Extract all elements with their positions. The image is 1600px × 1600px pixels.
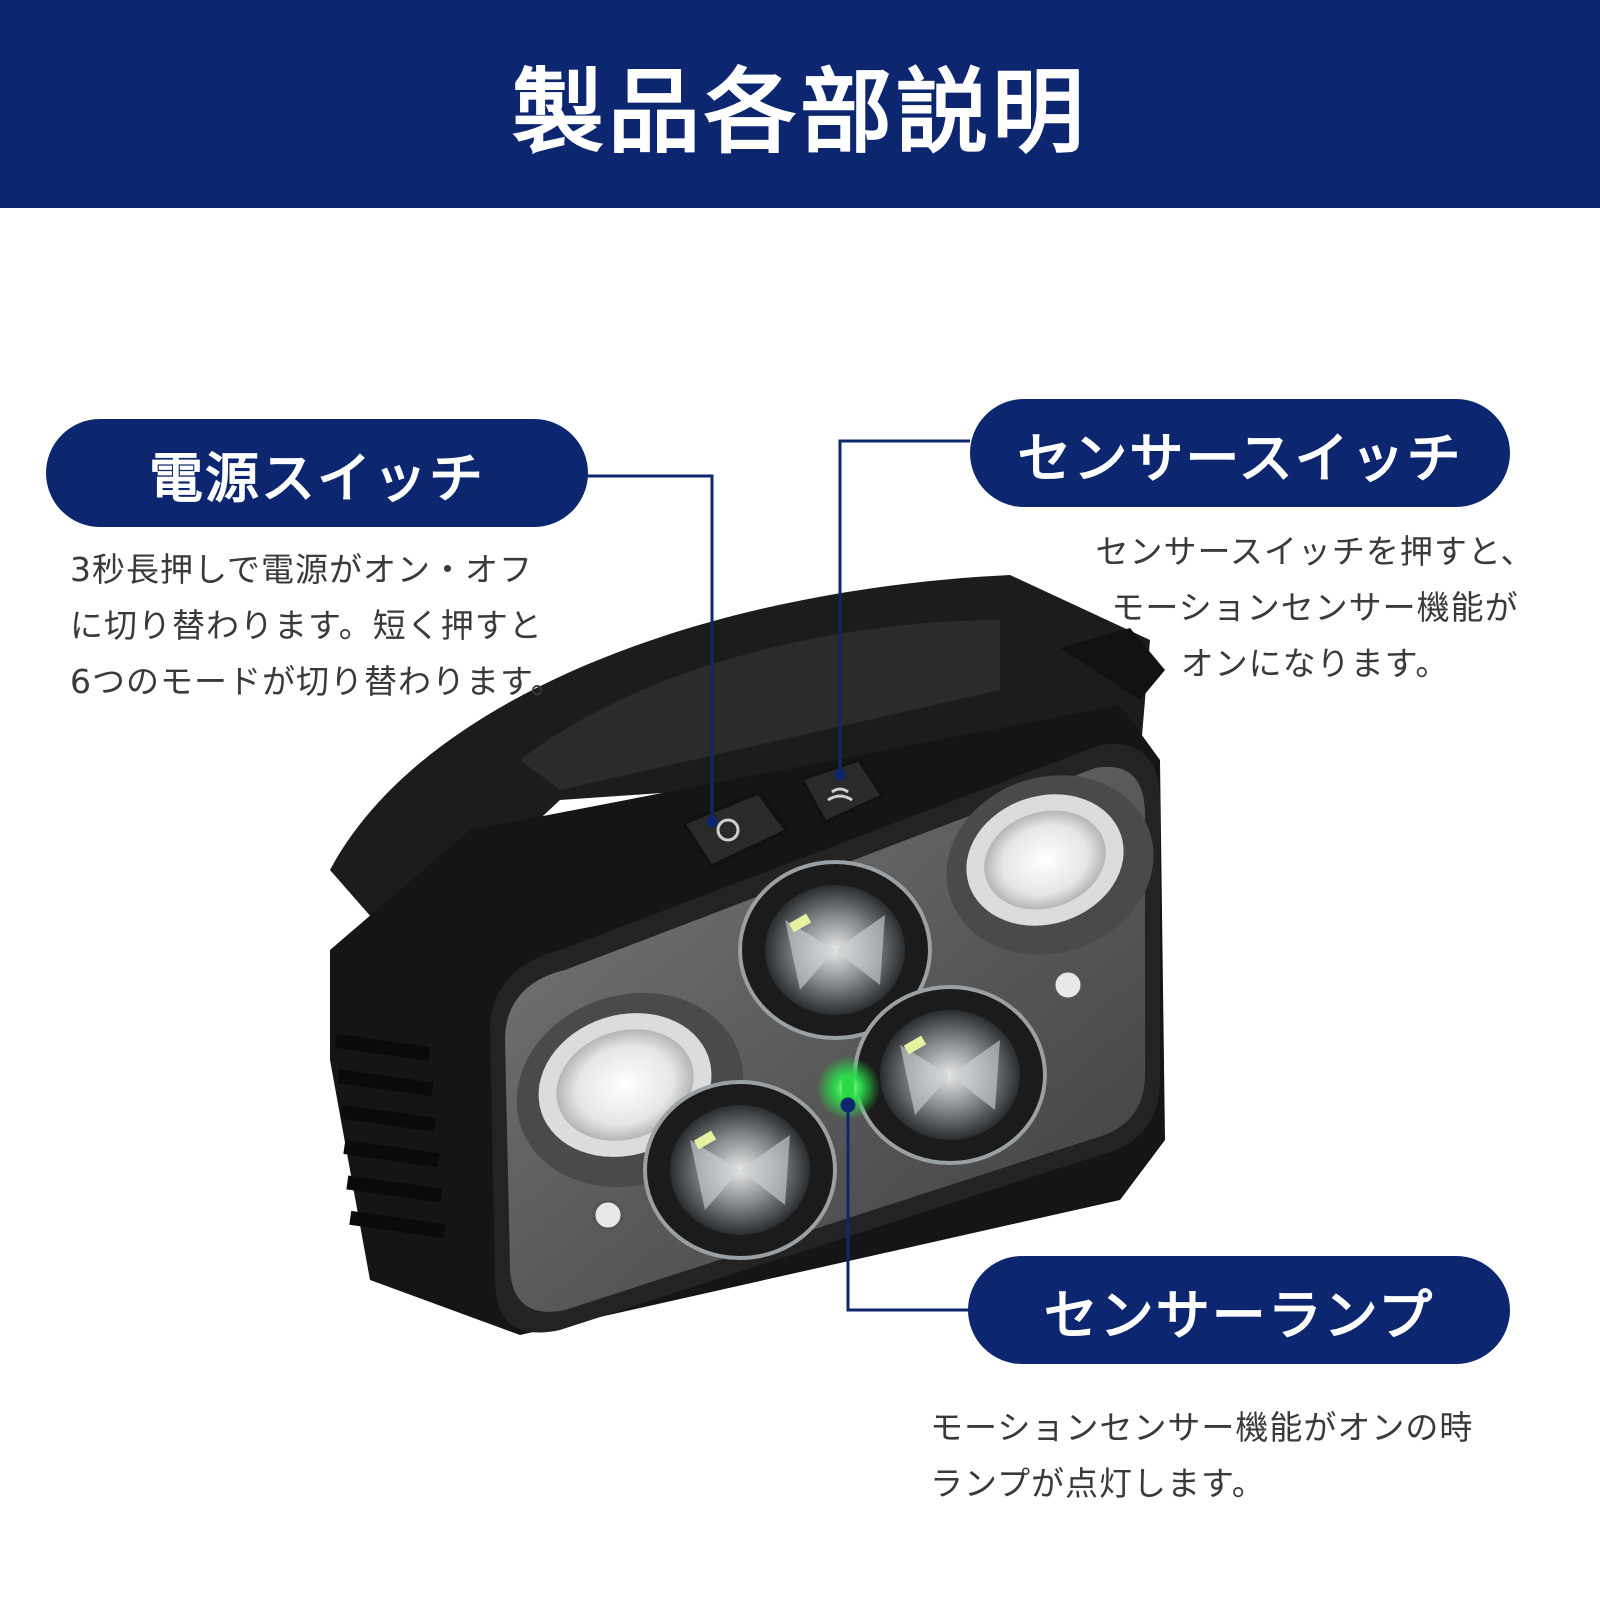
leader-power [586, 474, 714, 822]
leader-lines [586, 439, 970, 1312]
page-title: 製品各部説明 [511, 58, 1088, 166]
sensor-switch-desc-line-1: センサースイッチを押すと、 [1095, 532, 1535, 571]
power-desc-line-2: に切り替わります。短く押すと [70, 606, 543, 645]
spot-light-top [738, 860, 932, 1040]
sensor-dot-right [1052, 969, 1084, 1001]
power-desc-line-1: 3秒長押しで電源がオン・オフ [70, 550, 534, 589]
sensor-switch-label: センサースイッチ [970, 399, 1510, 507]
sensor-lamp [842, 1075, 854, 1101]
sensor-lamp-desc-line-1: モーションセンサー機能がオンの時 [930, 1408, 1474, 1447]
sensor-switch-description: センサースイッチを押すと、 モーションセンサー機能が オンになります。 [1080, 524, 1550, 692]
power-icon [716, 818, 740, 842]
sensor-lamp-desc-line-2: ランプが点灯します。 [930, 1464, 1266, 1503]
sensor-switch-desc-line-3: オンになります。 [1180, 644, 1450, 683]
power-switch-description: 3秒長押しで電源がオン・オフ に切り替わります。短く押すと 6つのモードが切り替… [70, 542, 565, 710]
header-banner: 製品各部説明 [0, 0, 1600, 208]
power-button [682, 790, 790, 870]
power-desc-line-3: 6つのモードが切り替わります。 [70, 662, 565, 701]
sensor-lamp-description: モーションセンサー機能がオンの時 ランプが点灯します。 [930, 1400, 1473, 1512]
power-switch-label: 電源スイッチ [46, 419, 588, 527]
leader-sensor-lamp [846, 1105, 968, 1312]
flood-light-right [946, 775, 1154, 955]
motion-wave-icon [827, 787, 853, 802]
sensor-dot-left [592, 1199, 624, 1231]
spot-light-bottom-left [643, 1080, 837, 1260]
sensor-lamp-label: センサーランプ [968, 1256, 1510, 1364]
sensor-switch-desc-line-2: モーションセンサー機能が [1111, 588, 1519, 627]
spot-light-bottom-right [853, 985, 1047, 1165]
leader-sensor-switch [838, 439, 970, 775]
sensor-button [800, 758, 885, 825]
